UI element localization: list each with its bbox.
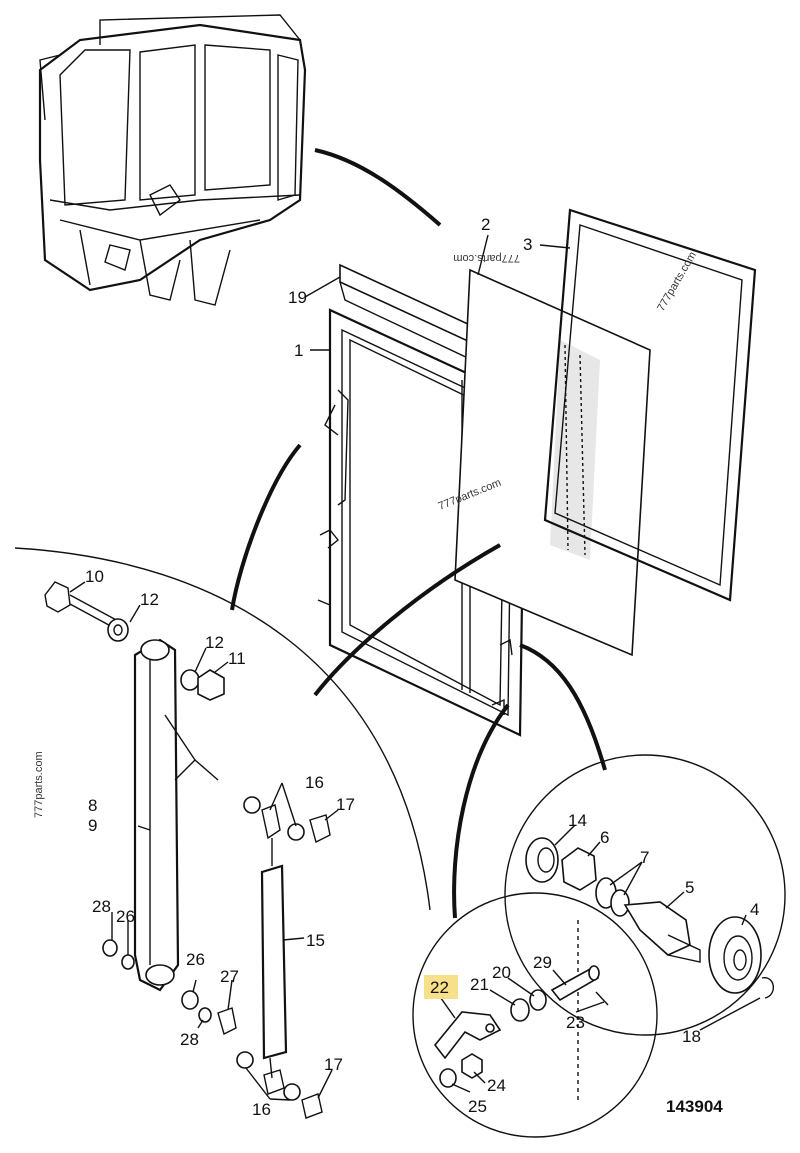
callout-17b: 17 <box>324 1055 343 1074</box>
callout-16b: 16 <box>252 1100 271 1119</box>
callout-14: 14 <box>568 811 587 830</box>
watermark-4: 777parts.com <box>33 751 45 818</box>
callout-17a: 17 <box>336 795 355 814</box>
callout-19: 19 <box>288 288 307 307</box>
callout-23: 23 <box>566 1013 585 1032</box>
callout-25: 25 <box>468 1097 487 1116</box>
callout-10: 10 <box>85 567 104 586</box>
callout-labels: 1 2 3 4 5 6 7 8 9 10 11 12 12 14 15 16 1… <box>85 215 759 1119</box>
leader-cab <box>314 148 442 227</box>
callout-leaders <box>69 234 761 1101</box>
detail-circle-right <box>504 754 786 1036</box>
leader-lower <box>452 703 510 919</box>
detail-circle-left <box>14 547 431 911</box>
callout-2: 2 <box>481 215 490 234</box>
callout-29: 29 <box>533 953 552 972</box>
latch-assembly <box>433 965 609 1088</box>
callout-26a: 26 <box>116 907 135 926</box>
glass-panel-2 <box>454 268 651 657</box>
leader-right <box>519 643 607 771</box>
callout-28b: 28 <box>180 1030 199 1049</box>
callout-8: 8 <box>88 796 97 815</box>
cab-illustration <box>38 14 307 306</box>
callout-7: 7 <box>640 848 649 867</box>
callout-12a: 12 <box>140 590 159 609</box>
roller-assembly <box>525 837 774 999</box>
watermark-2: 777parts.com <box>655 250 699 314</box>
callout-21: 21 <box>470 975 489 994</box>
callout-27: 27 <box>220 967 239 986</box>
callout-3: 3 <box>523 235 532 254</box>
seal-frame-3 <box>543 208 757 602</box>
callout-22: 22 <box>430 978 449 997</box>
callout-18: 18 <box>682 1027 701 1046</box>
callout-5: 5 <box>685 878 694 897</box>
callout-1: 1 <box>294 341 303 360</box>
callout-15: 15 <box>306 931 325 950</box>
callout-20: 20 <box>492 963 511 982</box>
callout-24: 24 <box>487 1076 506 1095</box>
callout-4: 4 <box>750 900 759 919</box>
figure-reference: 143904 <box>666 1097 723 1116</box>
leader-left-1 <box>230 443 302 611</box>
callout-28a: 28 <box>92 897 111 916</box>
callout-9: 9 <box>88 816 97 835</box>
callout-11: 11 <box>228 649 246 668</box>
gas-strut-15 <box>236 796 331 1119</box>
highlight-22 <box>424 975 458 999</box>
callout-26b: 26 <box>186 950 205 969</box>
watermark-1: 777parts.com <box>453 252 520 264</box>
callout-6: 6 <box>600 828 609 847</box>
detail-circle-lower <box>412 892 658 1138</box>
leader-left-2 <box>313 543 501 697</box>
callout-12b: 12 <box>205 633 224 652</box>
callout-16a: 16 <box>305 773 324 792</box>
hinge-arm-8-9 <box>44 581 237 1036</box>
